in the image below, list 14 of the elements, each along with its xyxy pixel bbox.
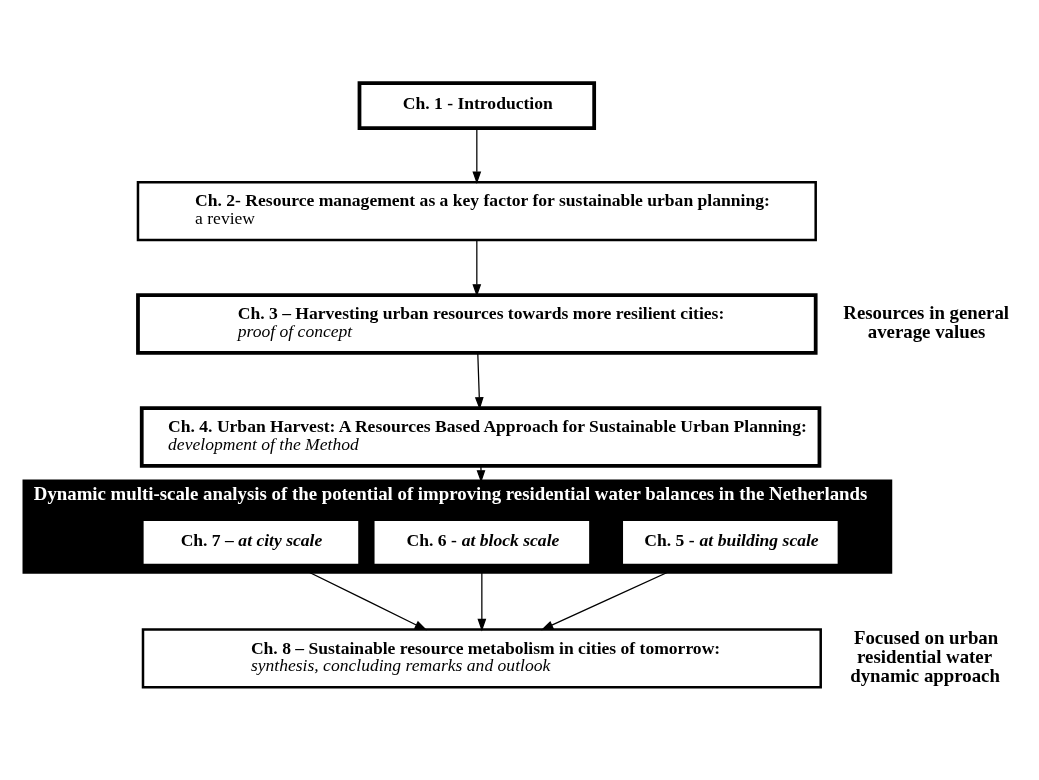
- arrow: [472, 127, 482, 184]
- node-box: Ch. 1 - Introduction: [357, 80, 597, 130]
- node-box: Ch. 4. Urban Harvest: A Resources Based Approach for Sustainable Urban Planning: development of the Method: [139, 405, 822, 468]
- node-box: Ch. 8 – Sustainable resource metabolism in cities of tomorrow: synthesis, concluding remarks and outlook: [141, 627, 822, 689]
- node-box: Ch. 2- Resource management as a key factor for sustainable urban planning: a review: [136, 180, 817, 241]
- label: Resources in general average values: [843, 301, 1010, 342]
- node-box: Ch. 3 – Harvesting urban resources towards more resilient cities: proof of concept: [136, 292, 818, 355]
- node-box: Ch. 5 - at building scale: [620, 518, 841, 566]
- arrow: [474, 352, 484, 410]
- arrow: [472, 239, 482, 297]
- label: Focused on urban residential water dynamic approach: [850, 626, 1000, 686]
- node-box: Ch. 7 – at city scale: [141, 518, 361, 566]
- node-box: Ch. 6 - at block scale: [372, 518, 592, 566]
- arrow: [476, 465, 486, 483]
